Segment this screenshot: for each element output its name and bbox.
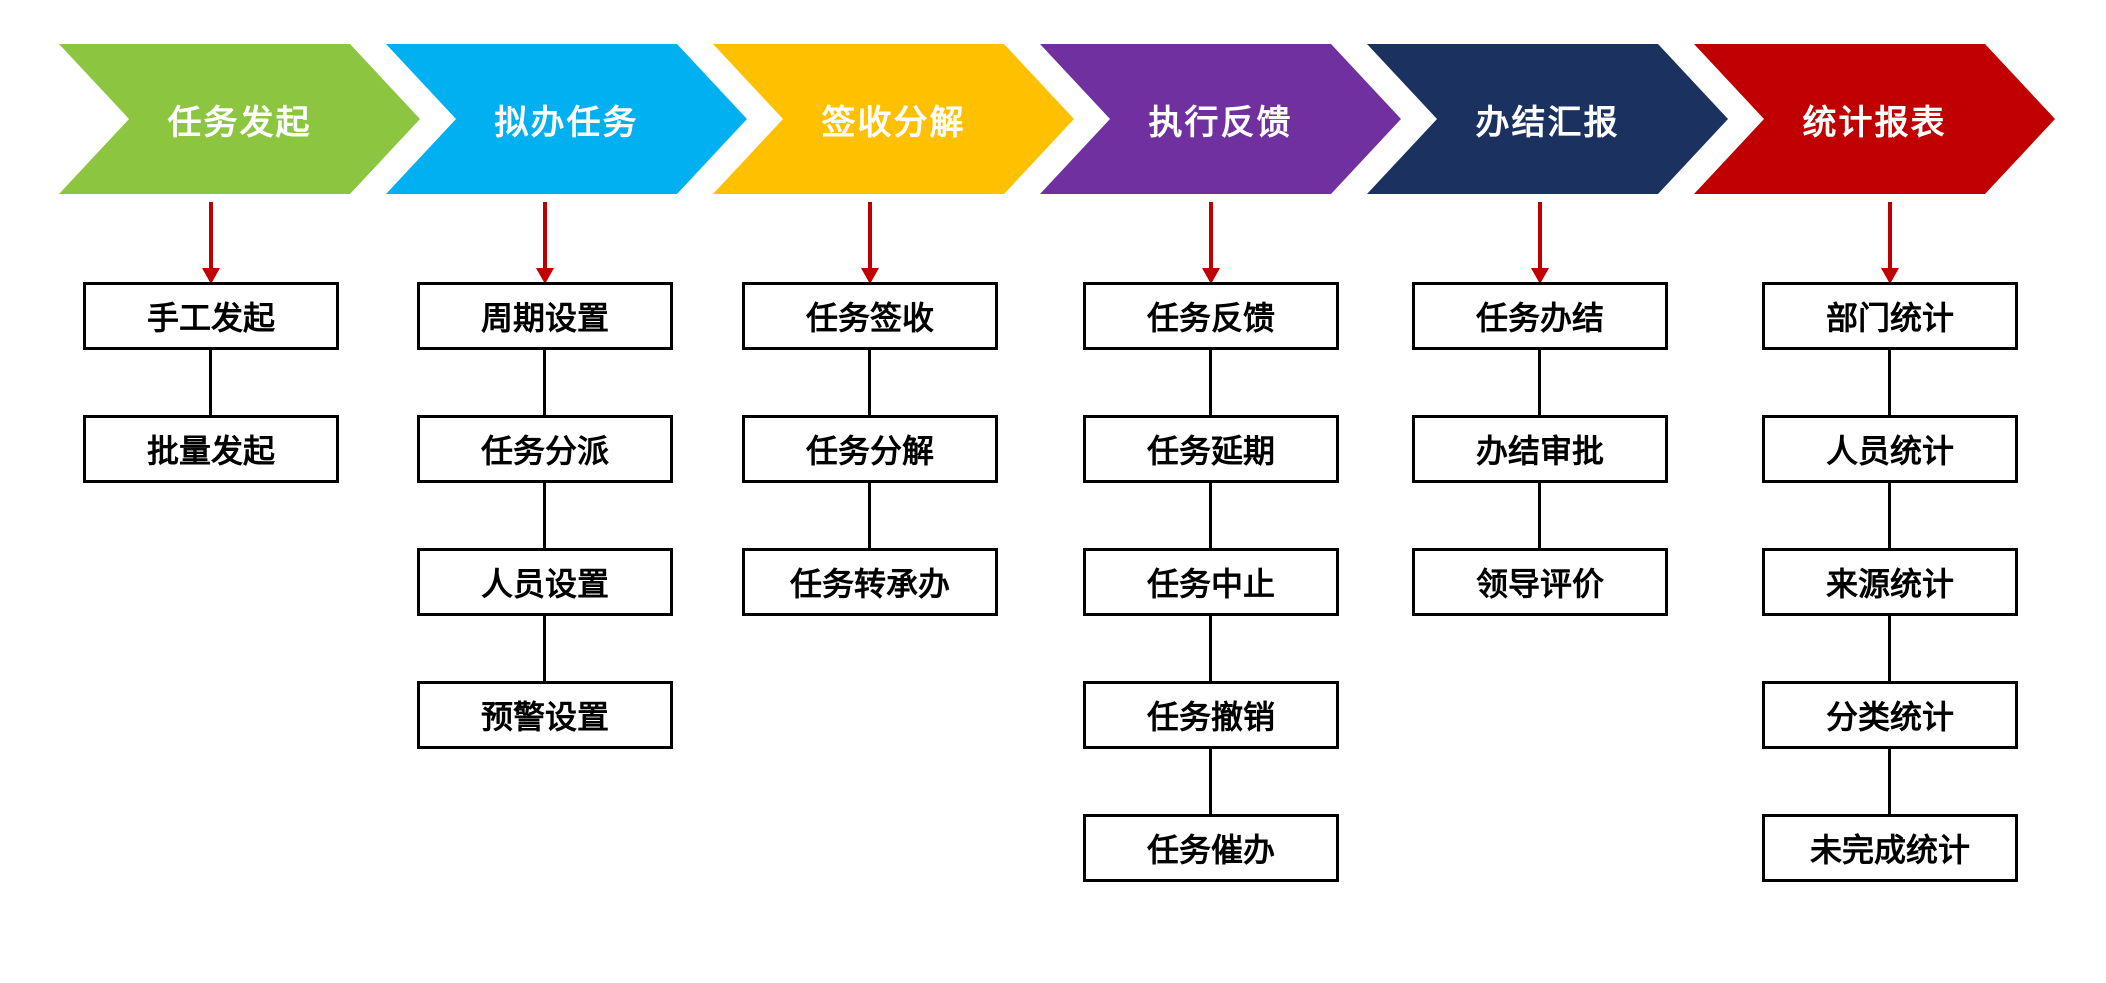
stage-label: 任务发起 xyxy=(167,102,312,143)
box-dept-stats: 部门统计 xyxy=(1762,282,2018,350)
connector-line xyxy=(543,350,546,415)
stage-chevron-statistics-report: 统计报表 xyxy=(1694,44,2055,194)
stage-down-arrow-icon xyxy=(536,202,554,284)
stage-down-arrow-icon xyxy=(202,202,220,284)
stage-chevron-execution-feedback: 执行反馈 xyxy=(1040,44,1401,194)
box-task-transfer: 任务转承办 xyxy=(742,548,998,616)
box-task-complete: 任务办结 xyxy=(1412,282,1668,350)
connector-line xyxy=(1209,483,1212,548)
box-category-stats: 分类统计 xyxy=(1762,681,2018,749)
stage-chevron-task-drafting: 拟办任务 xyxy=(386,44,747,194)
stage-chevron-signoff-decompose: 签收分解 xyxy=(713,44,1074,194)
box-task-revoke: 任务撤销 xyxy=(1083,681,1339,749)
box-task-urge: 任务催办 xyxy=(1083,814,1339,882)
stage-down-arrow-icon xyxy=(1881,202,1899,284)
box-task-decompose: 任务分解 xyxy=(742,415,998,483)
box-source-stats: 来源统计 xyxy=(1762,548,2018,616)
box-task-feedback: 任务反馈 xyxy=(1083,282,1339,350)
stage-label: 拟办任务 xyxy=(494,102,639,143)
stage-down-arrow-icon xyxy=(1202,202,1220,284)
box-personnel-settings: 人员设置 xyxy=(417,548,673,616)
box-task-signoff: 任务签收 xyxy=(742,282,998,350)
stage-chevron-task-initiation: 任务发起 xyxy=(59,44,420,194)
box-completion-approval: 办结审批 xyxy=(1412,415,1668,483)
connector-line xyxy=(209,350,212,415)
box-task-dispatch: 任务分派 xyxy=(417,415,673,483)
connector-line xyxy=(1209,749,1212,814)
connector-line xyxy=(868,483,871,548)
box-alert-settings: 预警设置 xyxy=(417,681,673,749)
connector-line xyxy=(1538,350,1541,415)
stage-label: 办结汇报 xyxy=(1475,102,1620,143)
box-manual-initiate: 手工发起 xyxy=(83,282,339,350)
box-personnel-stats: 人员统计 xyxy=(1762,415,2018,483)
box-unfinished-stats: 未完成统计 xyxy=(1762,814,2018,882)
connector-line xyxy=(1888,483,1891,548)
stage-chevron-completion-report: 办结汇报 xyxy=(1367,44,1728,194)
connector-line xyxy=(543,483,546,548)
stage-label: 签收分解 xyxy=(821,102,966,143)
stage-label: 执行反馈 xyxy=(1148,102,1293,143)
connector-line xyxy=(1209,350,1212,415)
box-leader-evaluation: 领导评价 xyxy=(1412,548,1668,616)
connector-line xyxy=(1538,483,1541,548)
connector-line xyxy=(868,350,871,415)
connector-line xyxy=(1888,350,1891,415)
connector-line xyxy=(543,616,546,681)
connector-line xyxy=(1209,616,1212,681)
stage-down-arrow-icon xyxy=(1531,202,1549,284)
box-cycle-settings: 周期设置 xyxy=(417,282,673,350)
box-task-delay: 任务延期 xyxy=(1083,415,1339,483)
box-task-suspend: 任务中止 xyxy=(1083,548,1339,616)
stage-down-arrow-icon xyxy=(861,202,879,284)
connector-line xyxy=(1888,749,1891,814)
stage-label: 统计报表 xyxy=(1802,102,1947,143)
connector-line xyxy=(1888,616,1891,681)
box-batch-initiate: 批量发起 xyxy=(83,415,339,483)
